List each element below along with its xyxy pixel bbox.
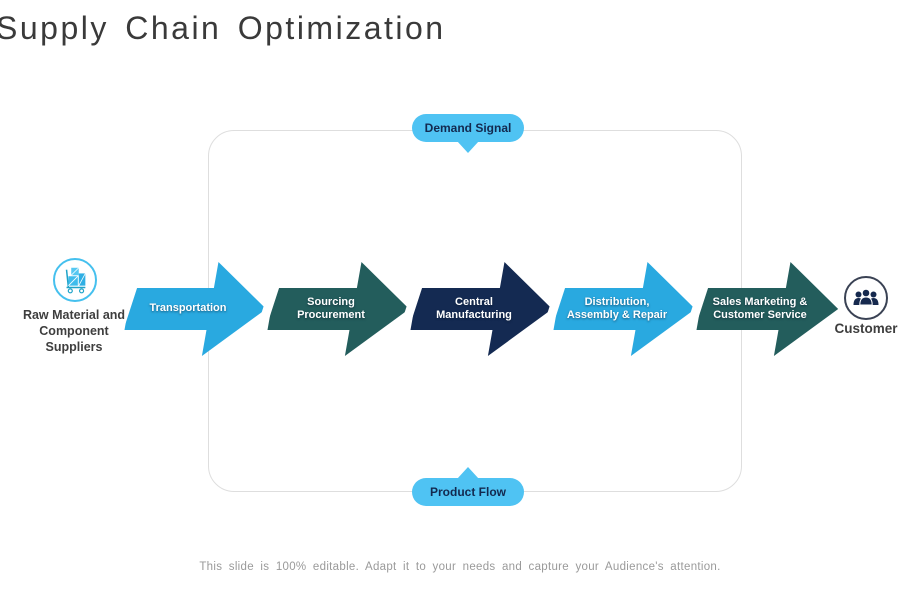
demand-signal-badge: Demand Signal xyxy=(412,114,524,153)
product-flow-badge: Product Flow xyxy=(412,467,524,506)
customer-circle xyxy=(844,276,888,320)
badge-tail-up xyxy=(457,467,479,479)
supplier-circle xyxy=(53,258,97,302)
editable-note: This slide is 100% editable. Adapt it to… xyxy=(199,561,721,573)
product-flow-label: Product Flow xyxy=(430,485,506,499)
demand-signal-label: Demand Signal xyxy=(424,121,512,135)
flow-arrow-sales-marketing-customer-service xyxy=(696,262,839,356)
handtruck-boxes-icon xyxy=(65,267,86,294)
people-group-icon xyxy=(853,288,879,306)
flow-arrow-distribution-assembly-repair xyxy=(553,262,696,356)
flow-arrow-sourcing-procurement xyxy=(267,262,410,356)
customer-label: Customer xyxy=(834,321,898,336)
supplier-label: Raw Material and Component Suppliers xyxy=(22,308,126,354)
badge-tail-down xyxy=(457,141,479,153)
slide-title: Supply Chain Optimization xyxy=(0,10,446,46)
flow-arrow-central-manufacturing xyxy=(410,262,553,356)
flow-arrow-transportation xyxy=(124,262,267,356)
